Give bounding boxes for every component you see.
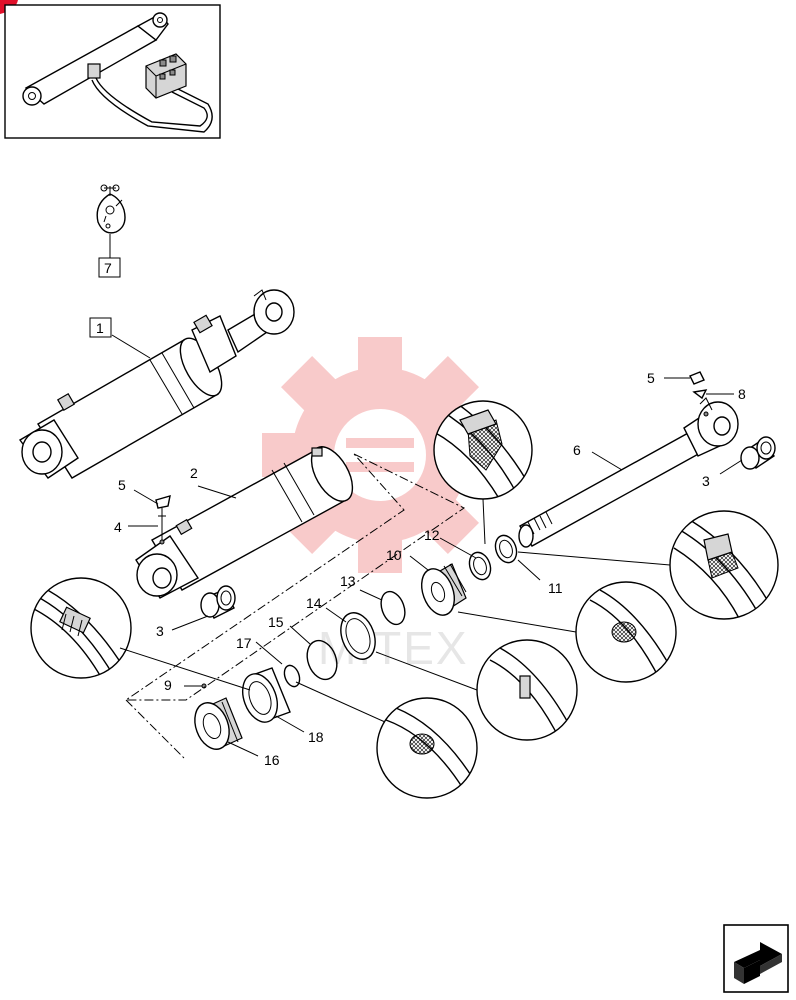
detail-circle-e [30, 577, 251, 691]
detail-circle-b [517, 510, 779, 620]
callout-5-right: 5 [647, 370, 655, 386]
callout-9: 9 [164, 677, 172, 693]
kit-bag-icon [96, 184, 126, 258]
callout-2: 2 [190, 465, 198, 481]
detail-circle-a [433, 400, 533, 545]
detail-circle-d [375, 639, 578, 741]
cylinder-assembly-1 [18, 289, 295, 479]
callout-6: 6 [573, 442, 581, 458]
detail-circle-c [457, 581, 677, 683]
callout-8: 8 [738, 386, 746, 402]
callout-4: 4 [114, 519, 122, 535]
detail-circle-f [295, 681, 478, 799]
callout-15: 15 [268, 614, 284, 630]
next-page-arrow-icon[interactable] [723, 924, 789, 993]
callout-leaders [128, 489, 541, 757]
callout-16: 16 [264, 752, 280, 768]
callout-3-left: 3 [156, 623, 164, 639]
callout-3-right: 3 [702, 473, 710, 489]
assembly-boundary-line [124, 453, 465, 701]
svg-text:7: 7 [104, 260, 112, 276]
assembly-boundary-line-2 [125, 699, 187, 761]
piston-rod-6 [518, 397, 739, 548]
callout-5-left: 5 [118, 477, 126, 493]
callout-11: 11 [548, 580, 563, 596]
callout-18: 18 [308, 729, 324, 745]
callout-12: 12 [424, 527, 440, 543]
callout-14: 14 [306, 595, 322, 611]
bush-3-left [200, 585, 236, 619]
callout-13: 13 [340, 573, 356, 589]
callout-10: 10 [386, 547, 402, 563]
bush-3-right [719, 436, 776, 475]
grease-fitting-left [155, 495, 171, 545]
callout-1: 1 [89, 317, 112, 338]
cylinder-barrel-2 [135, 446, 354, 599]
callout-17: 17 [236, 635, 252, 651]
svg-text:1: 1 [96, 320, 104, 336]
grease-fitting-right [664, 371, 734, 400]
callout-7: 7 [98, 257, 121, 278]
seal-kit-parts [184, 534, 518, 750]
assembly-thumbnail [4, 4, 221, 139]
